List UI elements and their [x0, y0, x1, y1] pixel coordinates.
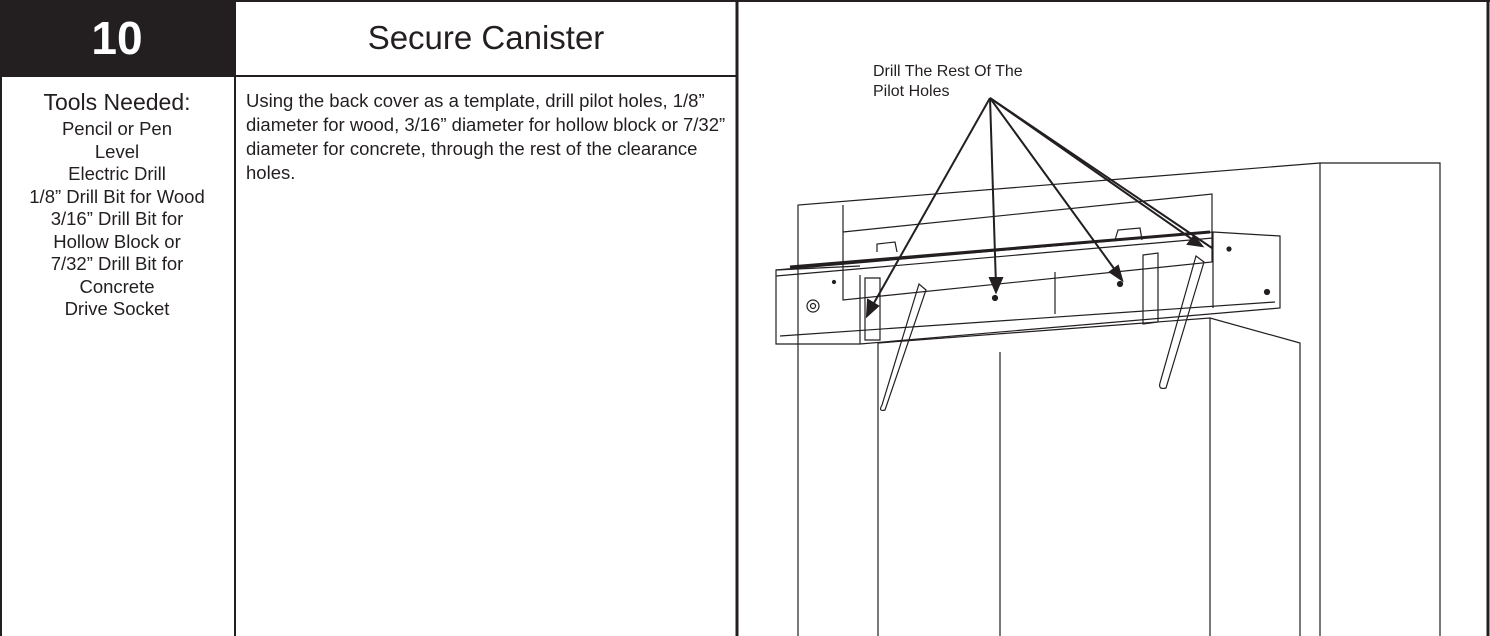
step-title: Secure Canister	[367, 19, 605, 56]
tool-item: Level	[94, 140, 140, 162]
tool-item: 3/16” Drill Bit for	[50, 208, 184, 229]
callout-line-2: Pilot Holes	[873, 83, 950, 100]
tool-item: 1/8” Drill Bit for Wood	[29, 185, 205, 207]
canister-illustration	[775, 162, 1441, 636]
callout-arrows	[865, 97, 1213, 319]
tool-item: Pencil or Pen	[61, 118, 173, 139]
tool-item: 7/32” Drill Bit for	[50, 253, 184, 274]
callout-line-1: Drill The Rest Of The	[873, 63, 1023, 80]
tool-item: Drive Socket	[64, 298, 170, 319]
step-number: 10	[0, 0, 234, 77]
tool-item: Hollow Block or	[53, 230, 181, 252]
tools-list: Pencil or Pen Level Electric Drill 1/8” …	[0, 118, 234, 321]
tools-heading: Tools Needed:	[43, 89, 191, 115]
tools-needed-panel: Tools Needed: Pencil or Pen Level Electr…	[0, 88, 234, 321]
instruction-text: Using the back cover as a template, dril…	[246, 90, 726, 183]
tool-item: Concrete	[79, 275, 155, 297]
tool-item: Electric Drill	[68, 163, 166, 184]
callout-label: Drill The Rest Of The Pilot Holes	[873, 62, 1133, 102]
